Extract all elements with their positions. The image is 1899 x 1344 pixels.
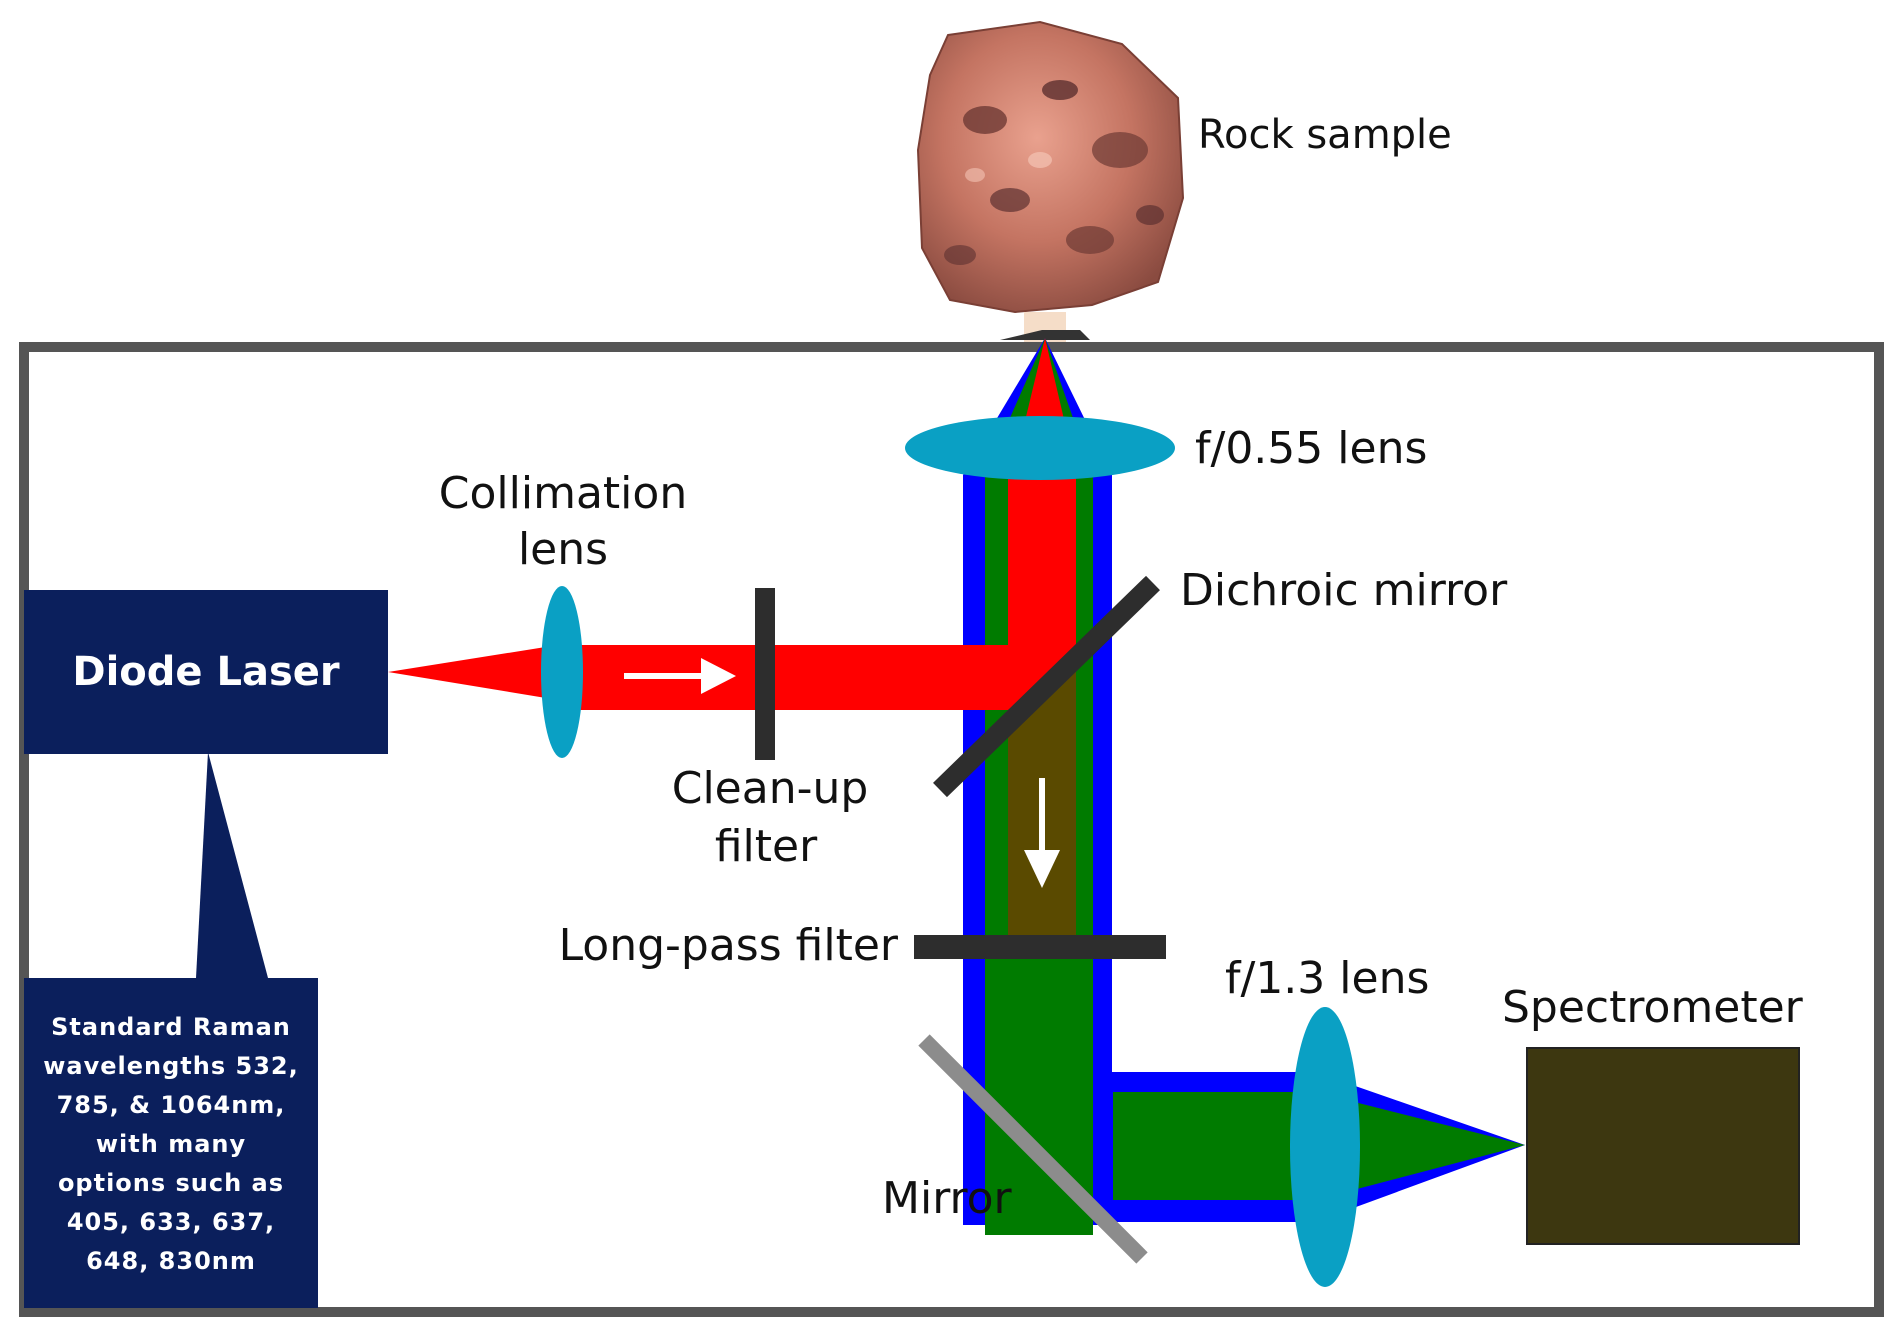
f13-lens-label: f/1.3 lens xyxy=(1225,953,1429,1004)
laser-note-line-4: with many xyxy=(96,1130,246,1158)
down-arrow-icon xyxy=(1024,778,1060,888)
laser-note-line-1: Standard Raman xyxy=(51,1013,291,1041)
laser-note-line-6: 405, 633, 637, xyxy=(67,1208,275,1236)
mirror-label: Mirror xyxy=(882,1173,1013,1224)
spectrometer-label: Spectrometer xyxy=(1502,982,1804,1033)
diode-laser-box xyxy=(24,590,388,754)
rock-sample-image xyxy=(916,20,1185,342)
dichroic-mirror xyxy=(933,575,1160,798)
laser-note-line-2: wavelengths 532, xyxy=(43,1052,298,1080)
laser-note-line-7: 648, 830nm xyxy=(86,1247,256,1275)
f13-lens xyxy=(1290,1007,1360,1287)
red-beam-vertical xyxy=(1008,475,1076,645)
green-focus-cone xyxy=(1315,1092,1525,1200)
f055-lens-label: f/0.55 lens xyxy=(1195,423,1427,474)
rock-sample-label: Rock sample xyxy=(1198,112,1452,158)
f055-lens xyxy=(905,416,1175,480)
spectrometer-box xyxy=(1526,1047,1800,1245)
longpass-filter xyxy=(914,935,1166,959)
dichroic-mirror-label: Dichroic mirror xyxy=(1180,565,1508,616)
collimation-lens xyxy=(541,586,583,758)
laser-note-line-5: options such as xyxy=(58,1169,284,1197)
laser-note-line-3: 785, & 1064nm, xyxy=(57,1091,286,1119)
collimation-lens-label-line2: lens xyxy=(518,524,608,575)
collimation-lens-label-line1: Collimation xyxy=(439,468,687,519)
fold-mirror xyxy=(918,1034,1148,1264)
right-arrow-icon xyxy=(624,658,736,694)
laser-note-box xyxy=(24,978,318,1308)
red-beam-horizontal xyxy=(558,645,1076,710)
diode-laser-label: Diode Laser xyxy=(72,649,340,695)
longpass-filter-label: Long-pass filter xyxy=(559,920,899,971)
cleanup-filter xyxy=(755,588,775,760)
laser-note-pointer xyxy=(196,752,268,978)
green-beam-horizontal xyxy=(1113,1092,1315,1200)
cleanup-filter-label-line2: filter xyxy=(715,821,818,872)
laser-cone xyxy=(388,645,558,700)
cleanup-filter-label-line1: Clean-up xyxy=(672,763,869,814)
